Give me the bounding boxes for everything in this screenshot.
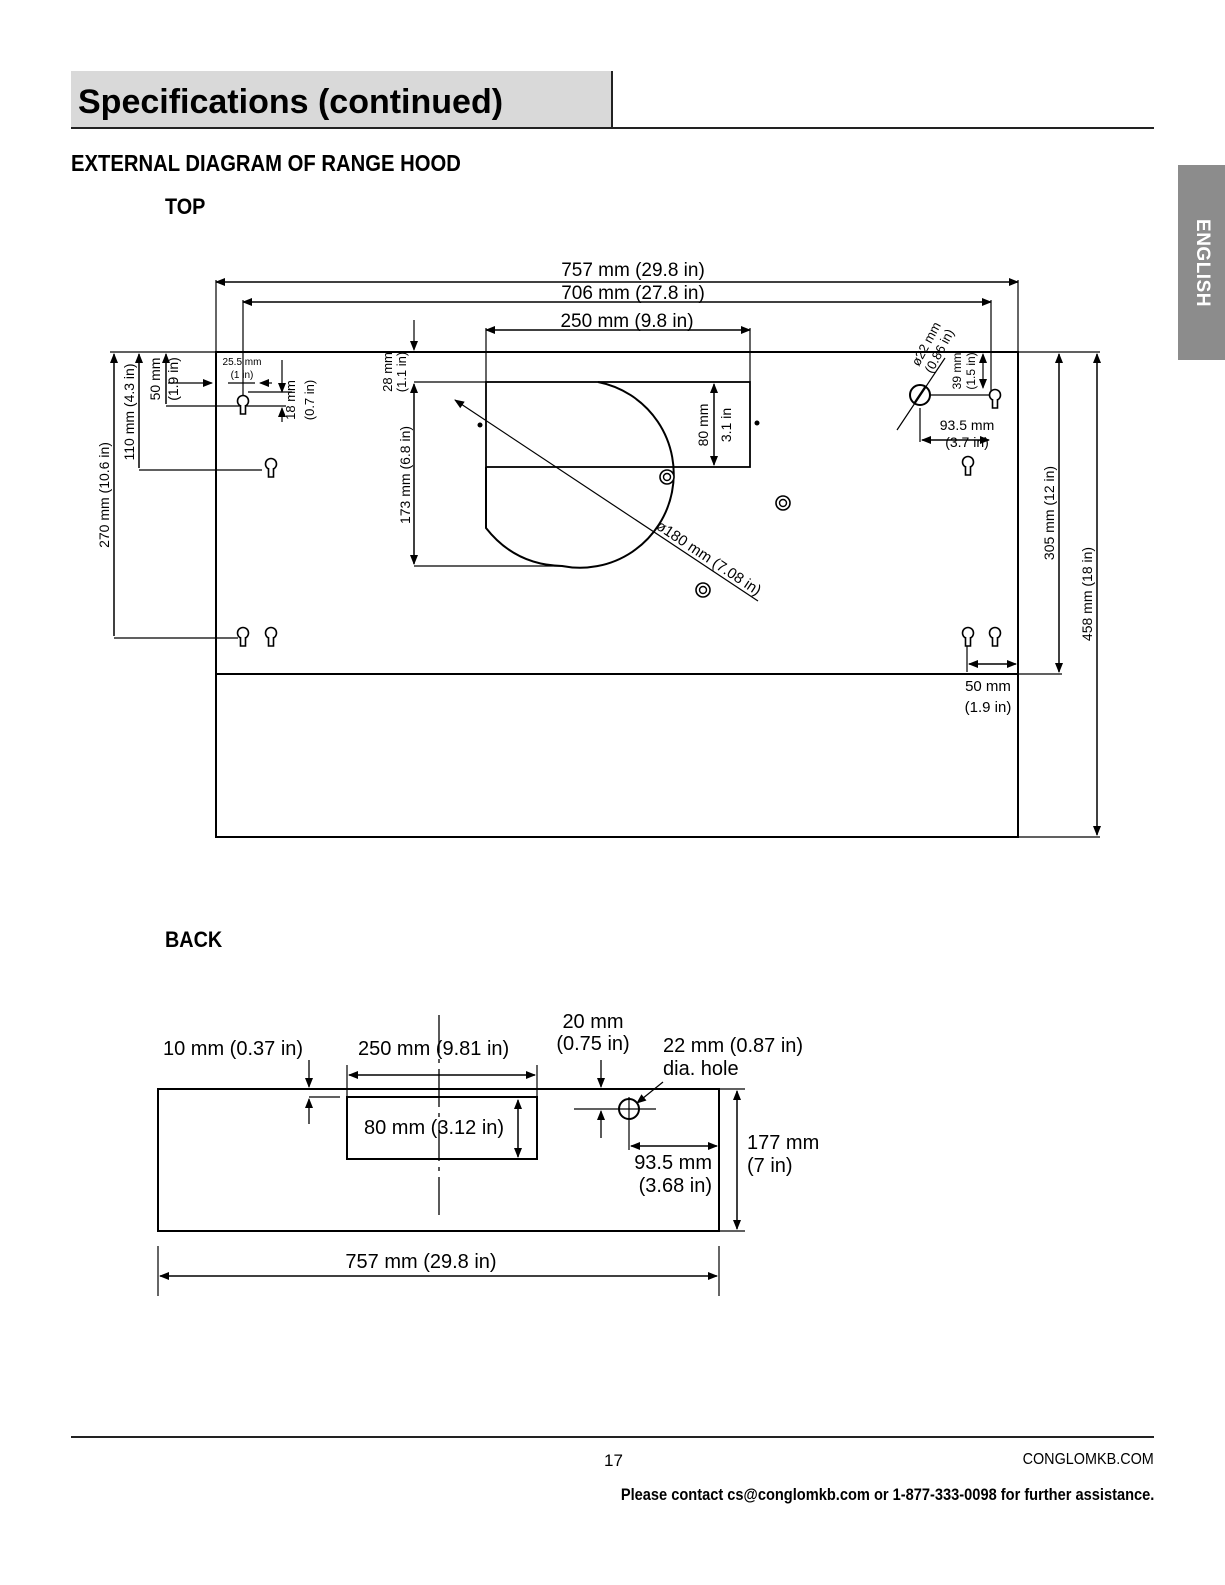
round-duct-outline [485, 381, 675, 569]
top-dim-duct-inner-mm: 80 mm [695, 404, 711, 447]
top-dim-overall-depth: 458 mm (18 in) [1079, 547, 1095, 641]
keyhole-icon [236, 394, 250, 415]
top-dim-keyhole-depth-mm: 18 mm [283, 380, 298, 420]
top-dim-left-small-mm: 50 mm [147, 358, 163, 401]
keyhole-icon [988, 388, 1002, 409]
top-hood-outline [215, 351, 1019, 838]
top-dim-hole-span: 706 mm (27.8 in) [561, 283, 705, 304]
back-dim-duct-width: 250 mm (9.81 in) [358, 1038, 509, 1060]
top-dim-right-offset-mm: 50 mm [965, 678, 1011, 695]
top-dim-duct-top-mm: 28 mm [380, 352, 395, 392]
header-band [71, 71, 613, 128]
top-dim-left-hole-depth: 110 mm (4.3 in) [121, 364, 137, 461]
back-dim-hole-side-mm: 93.5 mm [634, 1152, 712, 1174]
top-dim-duct-inner-in: 3.1 in [718, 408, 734, 442]
top-dim-keyhole-offset-in: (1 in) [231, 370, 254, 381]
keyhole-icon [264, 626, 278, 647]
top-view-diagram [110, 278, 1101, 838]
website-link[interactable]: CONGLOMKB.COM [1022, 1451, 1154, 1468]
top-dim-left-small-in: (1.9 in) [165, 357, 181, 401]
mounting-nut-icon [775, 495, 791, 511]
top-dim-duct-top-in: (1.1 in) [394, 352, 409, 392]
top-dim-keyhole-offset-mm: 25.5 mm [223, 357, 262, 368]
top-dim-pipe-side-in: (3.7 in) [945, 434, 989, 450]
back-dim-hole-top-mm: 20 mm [562, 1011, 623, 1033]
language-tab: ENGLISH [1178, 165, 1225, 360]
back-dim-height-mm: 177 mm [747, 1132, 819, 1154]
keyhole-icon [988, 626, 1002, 647]
page-title: Specifications (continued) [78, 83, 504, 121]
top-dim-keyhole-depth-in: (0.7 in) [302, 380, 317, 420]
keyhole-icon [961, 626, 975, 647]
top-view-label: TOP [165, 194, 206, 219]
top-dim-duct-width: 250 mm (9.8 in) [560, 311, 693, 332]
top-dim-right-offset-in: (1.9 in) [965, 699, 1012, 716]
contact-info: Please contact cs@conglomkb.com or 1-877… [620, 1485, 1154, 1504]
top-dim-pipe-offset-in: (1.5 in) [964, 352, 978, 389]
back-dim-hole-side-in: (3.68 in) [639, 1175, 712, 1197]
top-view-labels: 757 mm (29.8 in) 706 mm (27.8 in) 250 mm… [96, 260, 1095, 716]
footer-rule [71, 1436, 1154, 1438]
back-dim-hole-dia-1: 22 mm (0.87 in) [663, 1035, 803, 1057]
back-dim-duct-height: 80 mm (3.12 in) [364, 1117, 504, 1139]
back-dim-hole-top-in: (0.75 in) [556, 1033, 629, 1055]
keyhole-icon [961, 455, 975, 476]
back-dim-top-offset: 10 mm (0.37 in) [163, 1038, 303, 1060]
back-view-diagram [157, 1015, 745, 1296]
top-dim-rear-holes-depth: 270 mm (10.6 in) [96, 442, 112, 548]
mounting-nut-icon [695, 582, 711, 598]
back-duct-opening [346, 1096, 538, 1160]
back-view-labels: 10 mm (0.37 in) 250 mm (9.81 in) 20 mm (… [163, 1011, 819, 1273]
top-dim-pipe-offset-mm: 39 mm [950, 353, 964, 390]
page-number: 17 [604, 1451, 623, 1470]
top-dim-duct-depth: 173 mm (6.8 in) [397, 426, 413, 524]
dim-round-duct-leader [454, 399, 759, 602]
mounting-nut-icon [659, 469, 675, 485]
top-dim-body-depth: 305 mm (12 in) [1041, 466, 1057, 560]
top-dim-overall-width: 757 mm (29.8 in) [561, 260, 705, 281]
section-title: EXTERNAL DIAGRAM OF RANGE HOOD [71, 150, 461, 176]
header-rule [71, 127, 1154, 129]
back-view-label: BACK [165, 927, 223, 952]
back-dim-hole-dia-2: dia. hole [663, 1058, 739, 1080]
keyhole-icon [264, 457, 278, 478]
keyhole-icon [236, 626, 250, 647]
duct-outlet-rect [485, 381, 751, 468]
back-dim-height-in: (7 in) [747, 1155, 793, 1177]
pipe-hole-leader [896, 357, 946, 431]
top-dim-pipe-side-mm: 93.5 mm [940, 417, 994, 433]
back-dim-overall-width: 757 mm (29.8 in) [345, 1251, 496, 1273]
